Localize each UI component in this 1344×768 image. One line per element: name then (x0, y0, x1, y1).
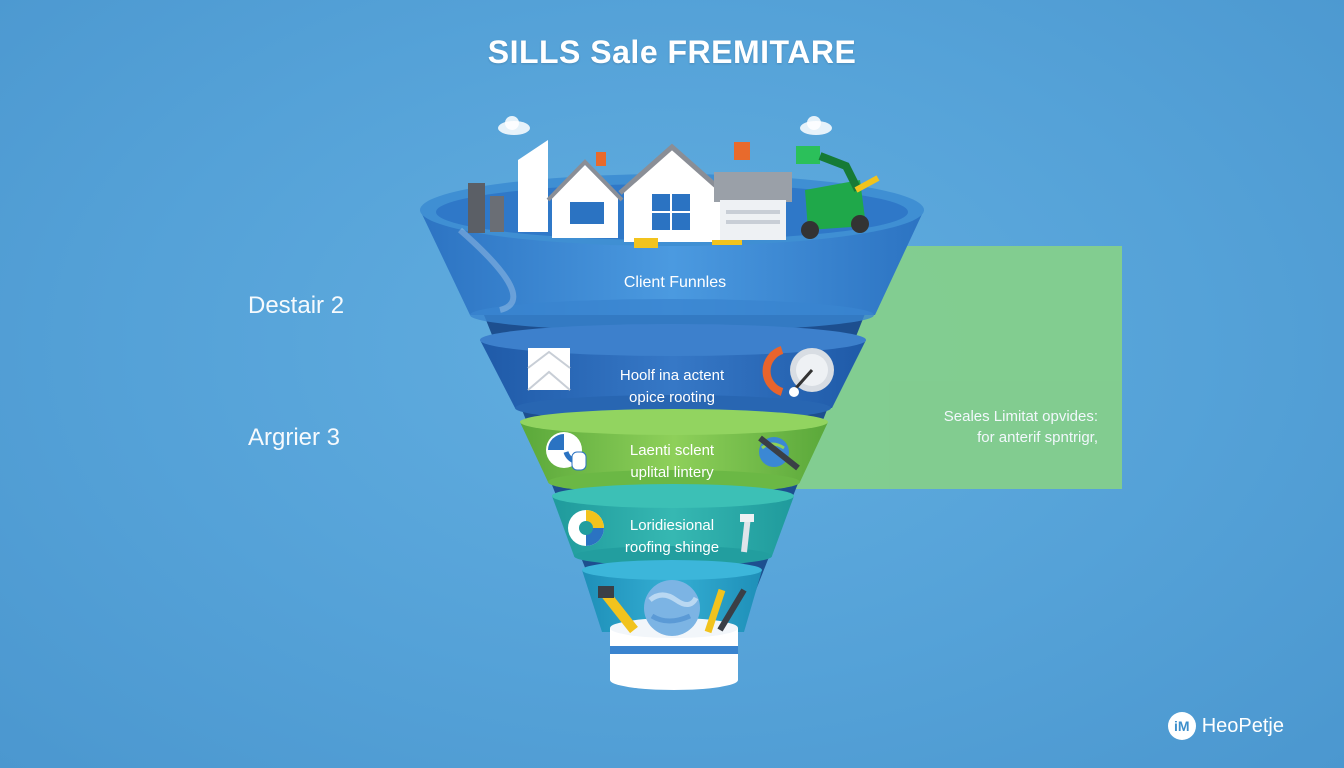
panel-line-2: for anterif spntrigr, (977, 429, 1098, 446)
stage-2-line-2: opice rooting (629, 389, 715, 406)
chart-wheel-icon (568, 510, 604, 546)
stage-3-line-2: uplital lintery (630, 464, 714, 481)
side-label-1: Destair 2 (248, 292, 345, 319)
stage-3-label: Laenti sclent uplital lintery (562, 440, 782, 484)
globe-icon (644, 580, 700, 636)
side-label-2: Argrier 3 (248, 424, 341, 451)
cloud-icon (800, 116, 832, 135)
panel-text: Seales Limitat opvides: for anterif spnt… (944, 406, 1098, 448)
hammer-icon (740, 514, 754, 553)
stage-2-line-1: Hoolf ina actent (619, 367, 725, 384)
funnel-stage-4 (552, 484, 794, 566)
stage-4-line-2: roofing shinge (624, 539, 720, 556)
house-icon (618, 143, 726, 242)
cloud-icon (498, 116, 530, 135)
gauge-icon (762, 346, 834, 397)
tools-icon (634, 238, 742, 248)
brand-watermark: iM HeoPetje (1167, 712, 1284, 740)
brand-name: HeoPetje (1201, 714, 1284, 737)
globe-icon (546, 432, 587, 471)
hammer-icon (598, 586, 638, 634)
stage-2-label: Hoolf ina actent opice rooting (562, 365, 782, 409)
stage-3-line-1: Laenti sclent (629, 442, 715, 459)
garage-icon (714, 142, 792, 240)
tower-icon (518, 140, 548, 232)
stage-4-line-1: Loridiesional (629, 517, 715, 534)
envelope-icon (527, 348, 571, 391)
globe-icon (758, 435, 800, 471)
lawnmower-icon (796, 146, 880, 239)
panel-line-1: Seales Limitat opvides: (943, 408, 1098, 425)
stage-1-label: Client Funnles (565, 272, 785, 294)
brand-logo-icon: iM (1167, 712, 1196, 740)
page-title: SILLS Sale FREMITARE (487, 34, 857, 70)
stage-1-line-1: Client Funnles (623, 274, 727, 291)
chimney-icon (468, 183, 504, 233)
stage-4-label: Loridiesional roofing shinge (562, 515, 782, 559)
house-icon (546, 152, 624, 238)
tools-icon (704, 588, 747, 634)
